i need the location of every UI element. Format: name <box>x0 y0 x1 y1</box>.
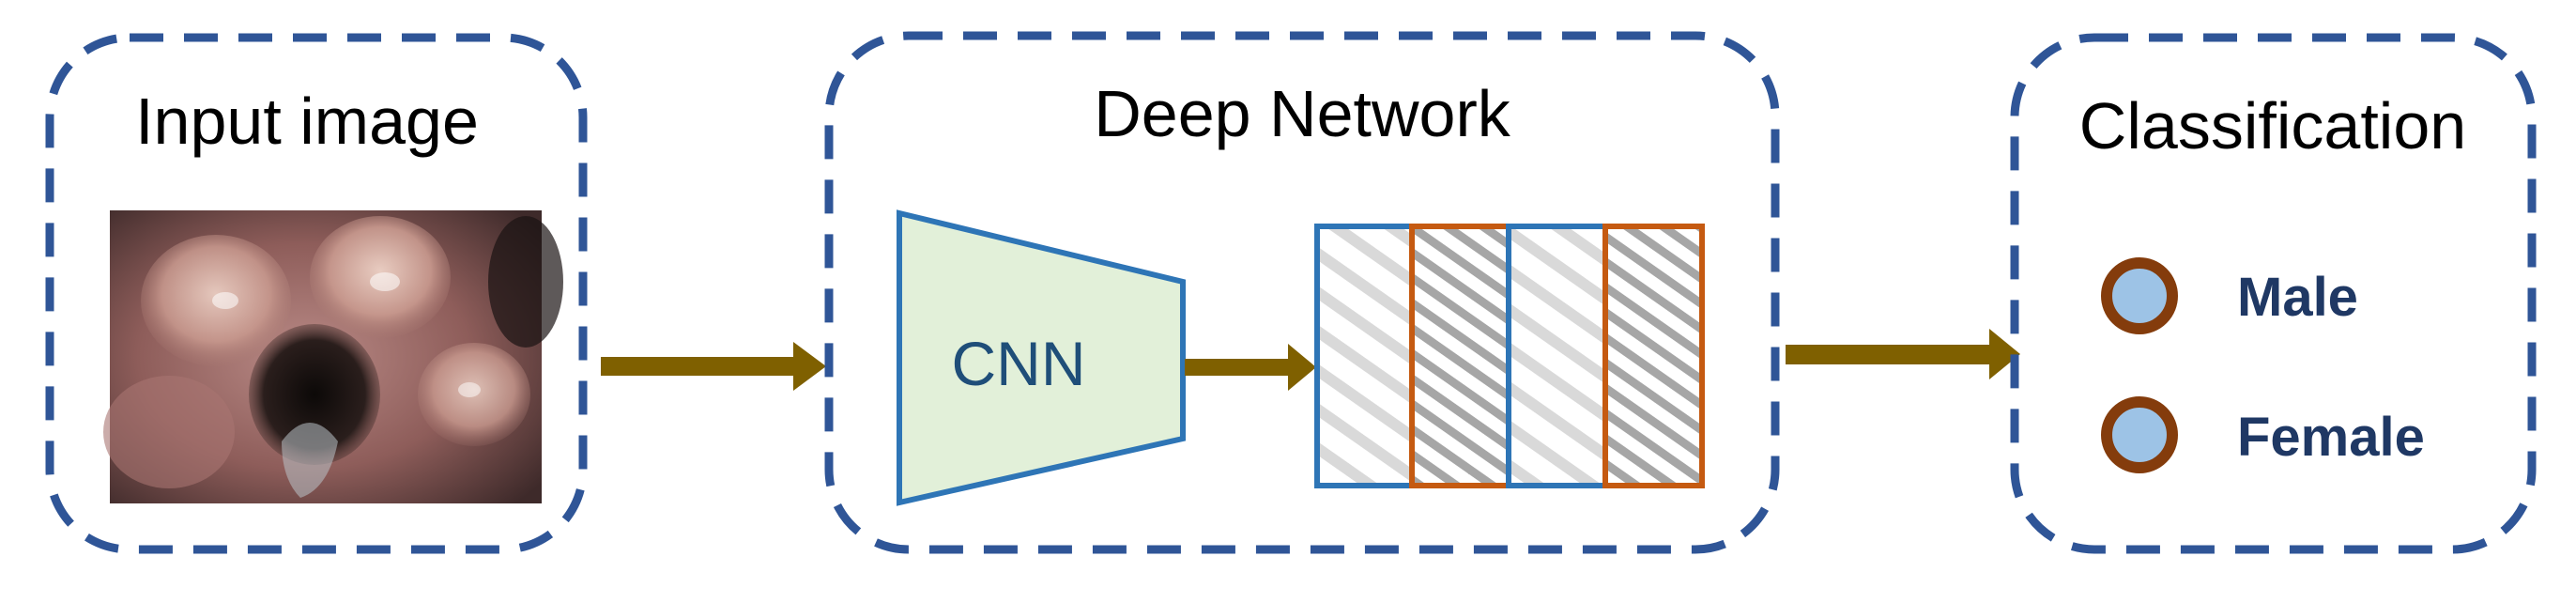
input-panel-title: Input image <box>135 85 479 158</box>
network-panel-title: Deep Network <box>1094 77 1511 150</box>
classification-panel: Classification Male Female <box>2010 33 2537 554</box>
input-panel-border <box>45 33 588 554</box>
fully-connected-layers <box>1314 224 1705 488</box>
arrow-network-to-classification <box>1786 329 2020 379</box>
input-panel: Input image <box>45 33 588 554</box>
classification-panel-title: Classification <box>2079 89 2466 162</box>
arrow-input-to-network <box>601 342 826 391</box>
network-panel: Deep Network CNN <box>824 31 1780 554</box>
class-item-male: Male <box>2101 257 2358 334</box>
bullet-icon <box>2101 396 2178 473</box>
cnn-block: CNN <box>897 209 1186 506</box>
bullet-icon <box>2101 257 2178 334</box>
endoscopic-image <box>103 210 563 503</box>
cnn-label: CNN <box>952 329 1086 398</box>
class-label: Male <box>2237 267 2358 328</box>
class-item-female: Female <box>2101 396 2425 473</box>
network-panel-border <box>824 31 1780 554</box>
class-label: Female <box>2237 407 2425 468</box>
layer-3 <box>1506 224 1608 488</box>
arrow-cnn-to-layers <box>1185 344 1316 391</box>
layer-2 <box>1409 224 1511 488</box>
layer-4 <box>1602 224 1705 488</box>
layer-1 <box>1314 224 1415 488</box>
classification-panel-border <box>2010 33 2537 554</box>
